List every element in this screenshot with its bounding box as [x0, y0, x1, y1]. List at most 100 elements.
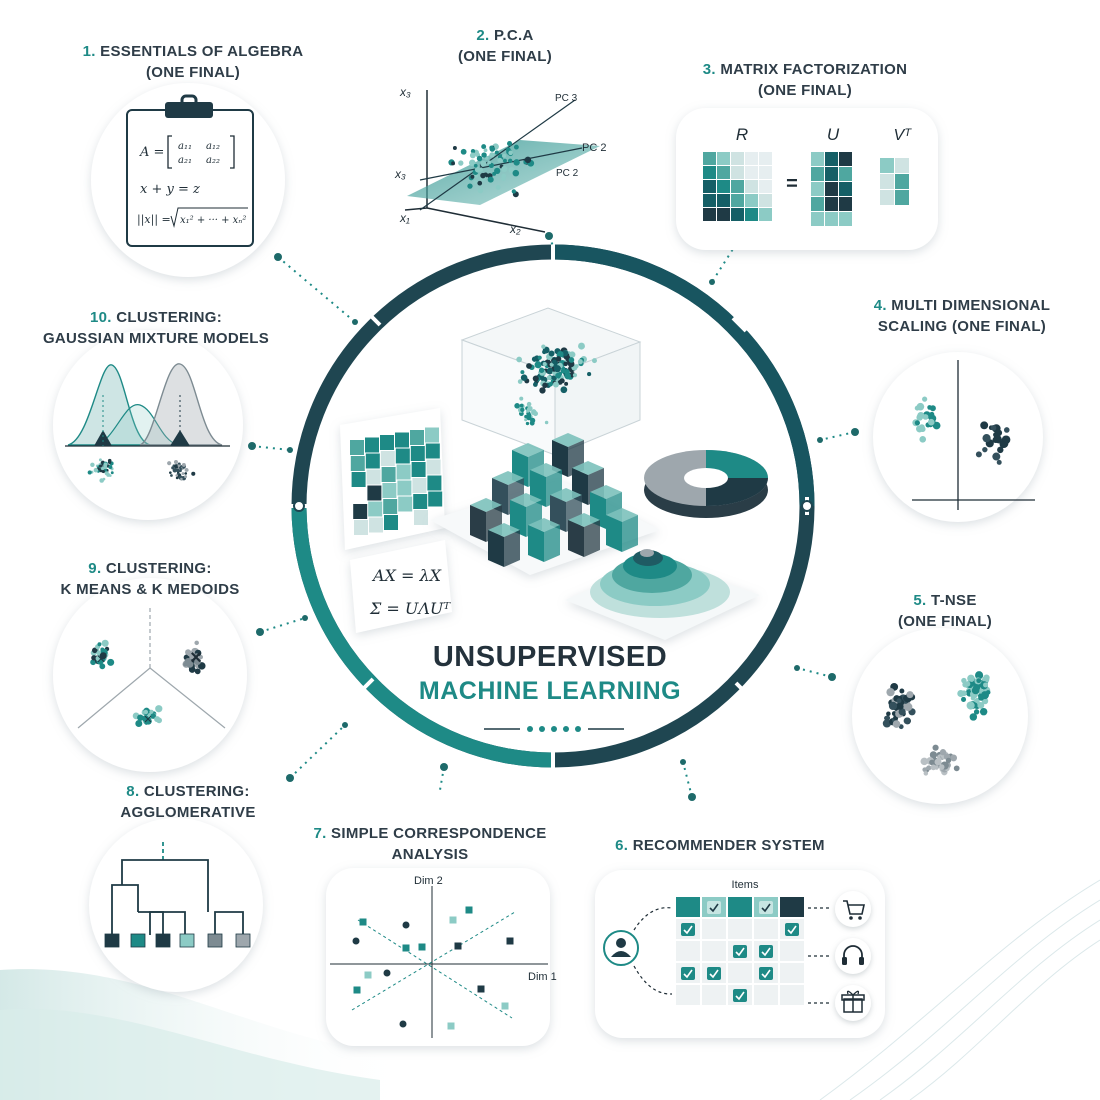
gmm-point — [108, 465, 113, 469]
ca-point — [465, 906, 473, 914]
mf-u-cell — [825, 182, 838, 196]
center-scatter-point — [548, 350, 555, 357]
kmeans-point — [184, 657, 192, 666]
center-scatter-point — [517, 379, 523, 384]
topic-heading-3: MATRIX FACTORIZATION — [720, 61, 908, 78]
mds-point — [929, 411, 935, 417]
topic-subheading-2: (ONE FINAL) — [457, 48, 553, 65]
center-heat-cell — [365, 453, 380, 469]
topic-title-5: 5. T-NSE (ONE FINAL) — [870, 590, 1020, 632]
center-heat-cell — [411, 462, 426, 477]
tsne-point — [903, 717, 911, 725]
topic-heading-6: RECOMMENDER SYSTEM — [632, 837, 825, 854]
checkmark-icon — [681, 923, 695, 936]
checkmark-icon — [761, 903, 771, 913]
center-scatter-point — [544, 420, 549, 425]
pca-point — [513, 159, 520, 166]
mf-r-cell — [745, 208, 758, 221]
center-equation-card: AX = λX Σ = UΛUᵀ — [350, 540, 452, 633]
pca-point — [469, 152, 476, 159]
center-heat-cell — [365, 437, 379, 453]
gmm-point — [184, 475, 188, 479]
kmeans-point — [137, 714, 144, 721]
gmm-point — [176, 468, 180, 472]
gmm-point — [170, 474, 173, 477]
mf-r-cell — [703, 194, 716, 207]
tsne-point — [983, 682, 989, 688]
topic-heading-2: P.C.A — [494, 27, 534, 44]
mds-point — [980, 421, 989, 430]
gmm-point — [87, 470, 92, 475]
center-heat-cell — [382, 483, 397, 498]
pca-point — [478, 167, 484, 172]
mf-r-cell — [759, 180, 772, 193]
clipboard-icon — [126, 94, 254, 247]
center-scatter-point — [520, 374, 528, 381]
pca-point — [473, 179, 478, 185]
tsne-point — [953, 765, 960, 772]
ca-dim1-label: Dim 1 — [528, 971, 557, 983]
center-scatter-point — [534, 361, 542, 369]
dendrogram-leaf — [235, 933, 251, 948]
mf-u-cell — [825, 167, 838, 181]
center-scatter-point — [577, 359, 583, 365]
center-scatter-point — [564, 372, 571, 380]
center-scatter-point — [541, 344, 546, 349]
checkmark-icon — [707, 967, 721, 980]
ca-point — [506, 937, 514, 945]
tsne-point — [932, 744, 939, 751]
pca-x1-label: x₁ — [399, 211, 410, 225]
tsne-point — [920, 757, 929, 766]
center-heat-cell — [410, 446, 425, 461]
mf-u-cell — [839, 212, 852, 226]
mf-r-cell — [717, 166, 730, 179]
user-icon — [603, 930, 639, 966]
pca-point — [481, 144, 487, 150]
center-heat-cell — [383, 499, 398, 514]
center-heat-cell — [367, 485, 382, 501]
kmeans-point — [95, 655, 101, 662]
center-heat-cell — [395, 448, 410, 464]
recommender-cell — [754, 919, 778, 939]
center-heat-cell — [380, 435, 394, 450]
center-title-line2: MACHINE LEARNING — [418, 677, 682, 705]
recommender-cell — [780, 963, 804, 983]
center-scatter-point — [572, 373, 578, 378]
dendrogram-leaf — [155, 933, 171, 948]
center-heat-cell — [397, 480, 412, 496]
mf-r-cell — [717, 208, 730, 221]
center-scatter-point — [516, 356, 523, 363]
topic-subheading-3: (ONE FINAL) — [757, 82, 853, 99]
pca-point — [467, 183, 473, 189]
kmeans-point — [155, 705, 163, 713]
gmm-point — [181, 472, 185, 476]
tsne-point — [886, 711, 891, 716]
pca-point — [503, 158, 507, 163]
topic-matrix-factorization-panel: R U Vᵀ = — [676, 108, 938, 250]
pca-point — [460, 148, 467, 155]
tsne-point — [969, 713, 978, 721]
mf-vt-label: Vᵀ — [893, 127, 912, 144]
checkmark-icon — [787, 925, 797, 935]
mf-v-cell — [895, 174, 909, 189]
kmeans-point — [101, 639, 109, 647]
mf-v-cell — [880, 174, 894, 189]
pca-point — [451, 161, 456, 166]
topic-number-5: 5. — [913, 592, 927, 609]
topic-subheading-7: ANALYSIS — [391, 846, 469, 863]
pca-point — [487, 176, 494, 183]
pca-point — [495, 185, 501, 190]
center-eigen-equation: AX = λX — [371, 566, 442, 585]
tsne-point — [896, 698, 902, 704]
center-scatter-point — [539, 387, 546, 394]
tsne-point — [983, 674, 990, 681]
recommender-cell — [728, 963, 752, 983]
kmeans-point — [149, 709, 154, 714]
recommender-cell — [702, 985, 726, 1005]
tsne-point — [930, 764, 937, 771]
checkmark-icon — [709, 903, 719, 913]
algebra-norm-lhs: ||x|| = — [137, 213, 171, 227]
tsne-point — [967, 674, 975, 683]
checkmark-icon — [759, 945, 773, 958]
topic-number-6: 6. — [615, 837, 629, 854]
